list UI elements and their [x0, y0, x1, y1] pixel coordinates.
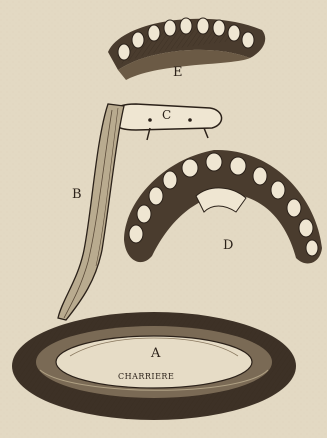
label-e: E — [173, 66, 183, 79]
label-c: C — [162, 109, 171, 121]
label-a: A — [151, 347, 160, 360]
label-b: B — [72, 188, 82, 201]
label-d: D — [223, 239, 233, 252]
ring-base-a — [12, 312, 296, 420]
maker-inscription: CHARRIERE — [118, 373, 174, 381]
